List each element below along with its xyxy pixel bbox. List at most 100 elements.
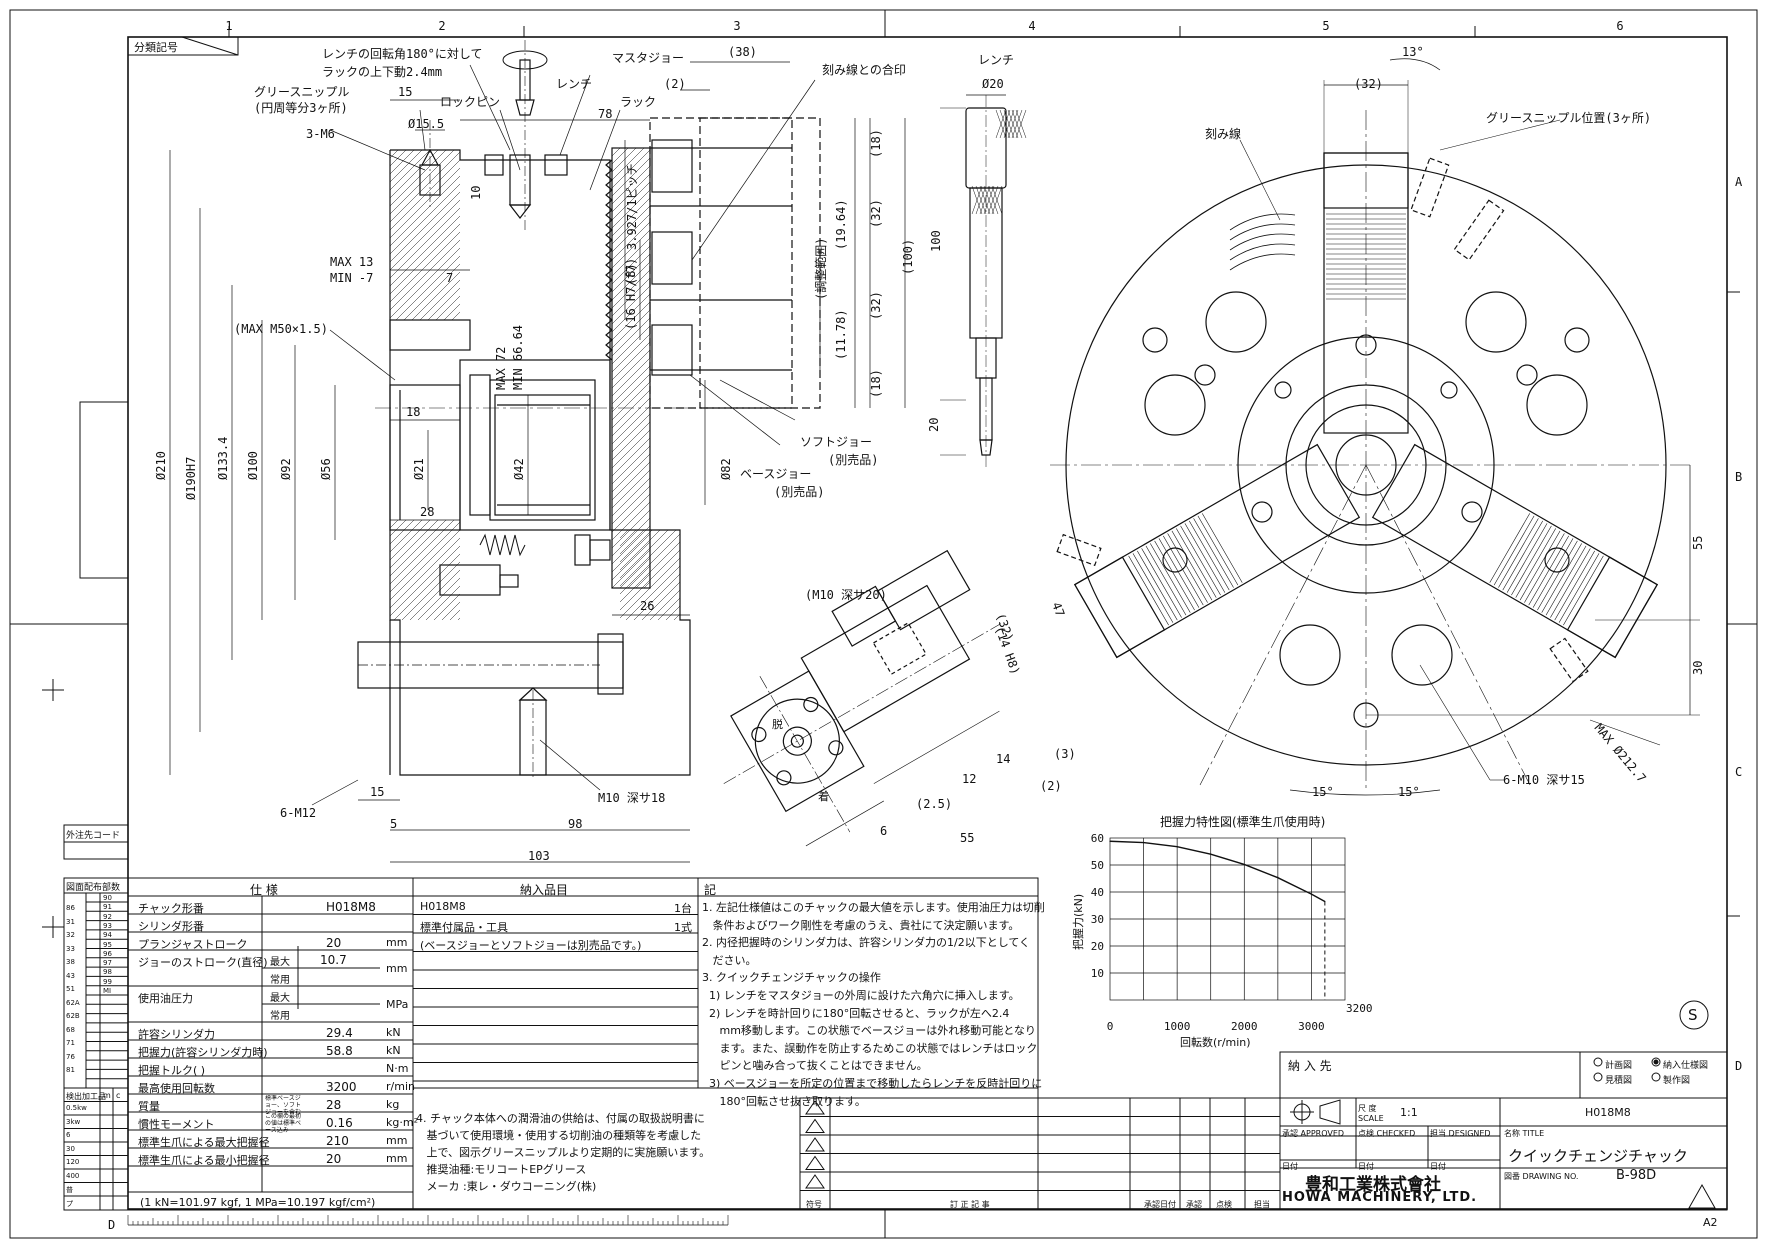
note-line: ます。また、誤動作を防止するためこの状態ではレンチはロック — [702, 1041, 1038, 1055]
spec-label: 標準生爪による最大把握径 — [138, 1136, 270, 1149]
chart-xlabel: 回転数(r/min) — [1180, 1036, 1251, 1049]
chart-point — [1109, 840, 1111, 842]
chart-series-line — [1109, 840, 1326, 903]
border-col-5: 5 — [1322, 19, 1329, 33]
spec-unit: mm — [386, 936, 408, 949]
chart-y-tick-label: 10 — [1091, 967, 1104, 980]
dim-6: 6 — [880, 824, 887, 838]
checkbox-plan[interactable]: 計画図 — [1605, 1061, 1633, 1071]
note4-line: 基づいて使用環境・使用する切削油の種類等を考慮した — [416, 1129, 702, 1142]
company-name-en: HOWA MACHINERY, LTD. — [1282, 1190, 1478, 1205]
border-col-6: 6 — [1616, 19, 1623, 33]
spec-unit: mm — [386, 1134, 408, 1147]
rev-content-header: 訂 正 記 事 — [950, 1200, 990, 1209]
label-rot-b: 着 — [818, 789, 829, 803]
work-row-label: 3kw — [66, 1117, 81, 1126]
chart-end-label: 3200 — [1346, 1002, 1373, 1015]
dim-2-5: (2.5) — [916, 797, 952, 811]
work-row-label: 120 — [66, 1158, 80, 1166]
chart-y-tick-label: 30 — [1091, 913, 1104, 926]
chart-point — [1277, 877, 1279, 879]
corner-label: 分類記号 — [134, 40, 178, 54]
dim-21: Ø21 — [412, 458, 426, 480]
designed-label: 担当 DESIGNED — [1430, 1129, 1491, 1138]
stamp-s: S — [1688, 1006, 1698, 1024]
dim-38: (38) — [728, 45, 757, 59]
dist-number: 97 — [103, 959, 112, 968]
dist-number: MI — [103, 987, 112, 995]
border-row-c: C — [1735, 765, 1742, 779]
checkbox-production[interactable]: 製作図 — [1663, 1076, 1691, 1086]
dim-133: Ø133.4 — [216, 437, 230, 480]
note-line: ださい。 — [702, 953, 757, 967]
spec-sub-label: 最大 — [270, 957, 290, 968]
work-header-1: m — [103, 1091, 111, 1100]
spec-unit: mm — [386, 1152, 408, 1165]
dist-code: 31 — [66, 917, 75, 926]
note4-line: 4. チャック本体への潤滑油の供給は、付属の取扱説明書に — [416, 1112, 705, 1125]
wrench-knurl — [971, 109, 1027, 215]
dim-92: Ø92 — [279, 458, 293, 480]
dim-55: 55 — [1691, 536, 1705, 550]
label-grease-position: グリースニップル位置(3ヶ所) — [1486, 110, 1651, 125]
chart-point — [1310, 893, 1313, 895]
jaw-detail-view — [723, 549, 1002, 847]
spec-sub-label: 最大 — [270, 993, 290, 1004]
dim-7: 7 — [446, 271, 453, 285]
spec-label: 慣性モーメント — [138, 1118, 215, 1131]
note-line: 180°回転させ抜き取ります。 — [702, 1094, 866, 1108]
dim-13deg: 13° — [1402, 45, 1424, 59]
dist-code: 51 — [66, 985, 75, 993]
dim-2b: (2) — [1040, 779, 1062, 793]
work-row-label: 普 — [66, 1186, 73, 1194]
label-scribe-match: 刻み線との合印 — [822, 62, 906, 77]
delivery-item: H018M8 — [420, 900, 466, 913]
label-wrench-rotation-2: ラックの上下動2.4mm — [322, 65, 442, 79]
checkbox-estimate[interactable]: 見積図 — [1605, 1076, 1633, 1086]
wrench-drawing — [940, 94, 1007, 470]
chart-title: 把握力特性図(標準生爪使用時) — [1160, 814, 1325, 829]
spec-footer: (1 kN=101.97 kgf, 1 MPa=10.197 kgf/cm²) — [140, 1196, 376, 1209]
dist-number: 95 — [103, 940, 112, 949]
dist-code: 62B — [66, 1012, 80, 1020]
date-label-1: 日付 — [1282, 1162, 1298, 1171]
dist-code: 81 — [66, 1066, 75, 1074]
border-col-1: 1 — [225, 19, 232, 33]
label-rack: ラック — [620, 95, 656, 109]
chart-x-tick-label: 0 — [1107, 1020, 1114, 1033]
dist-number: 99 — [103, 977, 112, 986]
outsource-code-label: 外注先コード — [66, 831, 121, 841]
bottom-left-label: D — [108, 1218, 115, 1232]
section-view — [357, 40, 821, 780]
dim-15: 15 — [398, 85, 412, 99]
sheet-size: A2 — [1703, 1216, 1718, 1229]
scale-sub: SCALE — [1358, 1114, 1384, 1123]
spec-unit: MPa — [386, 998, 409, 1011]
dim-r32a: (32) — [869, 199, 883, 228]
dim-18: 18 — [406, 405, 420, 419]
label-min7: MIN -7 — [330, 271, 373, 285]
dist-number: 94 — [103, 931, 112, 940]
vertical-dimension-labels: Ø210 Ø190H7 Ø133.4 Ø100 Ø92 Ø56 Ø21 Ø42 … — [154, 129, 915, 500]
dim-15deg-a: 15° — [1312, 785, 1334, 799]
scale-value: 1:1 — [1400, 1106, 1418, 1119]
work-header-0: 検出加工品 — [66, 1092, 106, 1101]
grip-force-chart: 把握力特性図(標準生爪使用時) 把握力(kN) 回転数(r/min) 3200 … — [1071, 814, 1373, 1049]
chart-y-tick-label: 20 — [1091, 940, 1104, 953]
label-wrench-top: レンチ — [556, 77, 592, 91]
dist-code: 32 — [66, 931, 75, 939]
label-m10-20: (M10 深サ20) — [805, 588, 887, 602]
dim-42: Ø42 — [512, 458, 526, 480]
dist-code: 33 — [66, 944, 75, 953]
dim-28: 28 — [420, 505, 434, 519]
section-hatching — [389, 147, 681, 621]
checkbox-delivery-spec[interactable]: 納入仕様図 — [1663, 1061, 1709, 1071]
note-line: 条件およびワーク剛性を考慮のうえ、貴社にて決定願います。 — [702, 918, 1020, 932]
dist-number: 96 — [103, 949, 112, 958]
note4-line: 推奨油種:モリコートEPグリース — [416, 1163, 587, 1176]
spec-note: この欄の最初の値は標準ベース込み — [265, 1113, 301, 1134]
dim-47: 47 — [1049, 600, 1067, 618]
rev-symbol-header: 符号 — [806, 1200, 822, 1209]
